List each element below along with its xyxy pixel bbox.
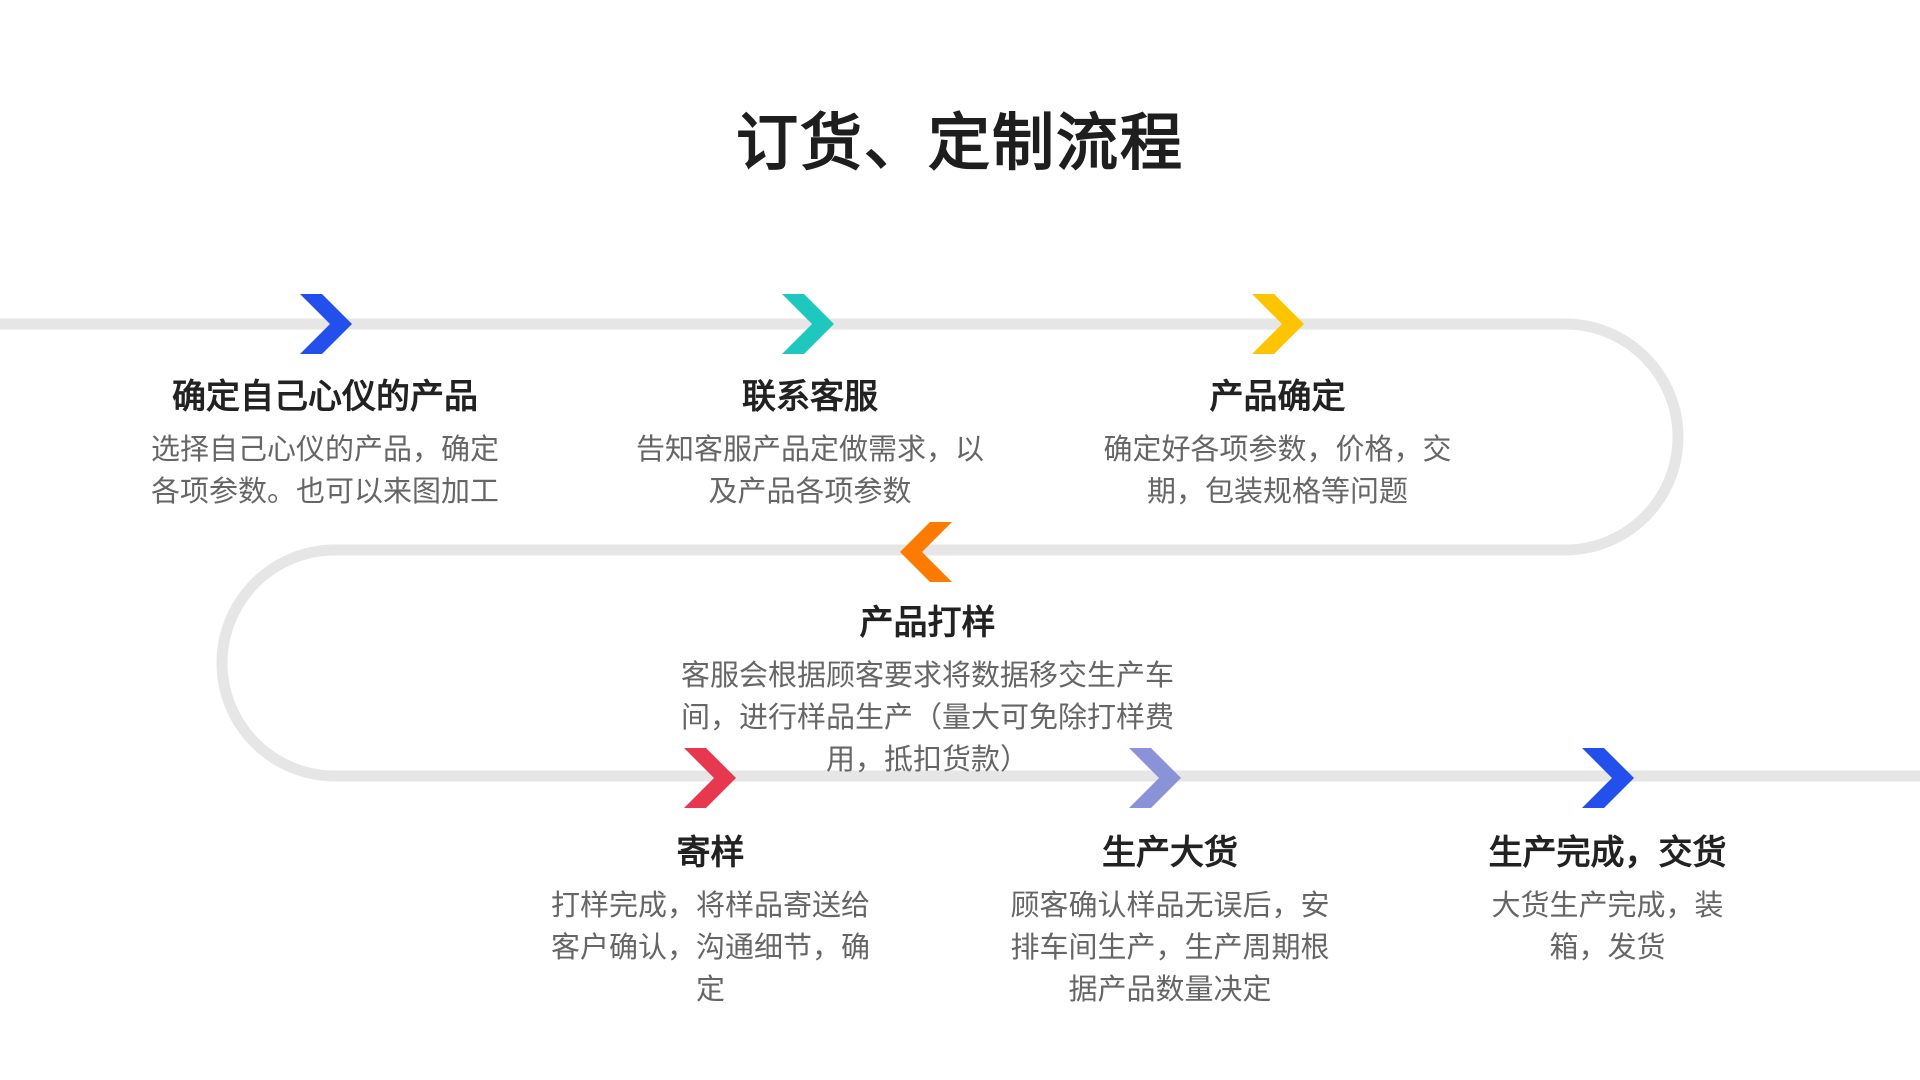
step-description: 选择自己心仪的产品，确定各项参数。也可以来图加工: [150, 432, 499, 508]
step-title: 产品打样: [859, 603, 996, 643]
chevron-right-icon: [1252, 294, 1304, 354]
step-6: 生产大货 顾客确认样品无误后，安排车间生产，生产周期根据产品数量决定: [1005, 830, 1335, 1010]
chevron-right-icon: [300, 294, 352, 354]
step-title: 产品确定: [1209, 377, 1346, 417]
page-title: 订货、定制流程: [735, 106, 1184, 179]
step-description: 告知客服产品定做需求，以及产品各项参数: [635, 432, 984, 508]
step-title: 生产完成，交货: [1488, 833, 1727, 873]
chevron-right-icon: [1129, 748, 1181, 808]
step-title: 联系客服: [742, 377, 878, 417]
step-title: 生产大货: [1102, 833, 1238, 873]
step-description: 大货生产完成，装箱，发货: [1491, 888, 1724, 964]
step-description: 顾客确认样品无误后，安排车间生产，生产周期根据产品数量决定: [1010, 888, 1330, 1006]
chevron-shape: [1582, 748, 1634, 808]
step-description: 客服会根据顾客要求将数据移交生产车间，进行样品生产（量大可免除打样费用，抵扣货款…: [680, 658, 1174, 776]
chevron-left-icon: [900, 522, 952, 582]
chevron-shape: [1252, 294, 1304, 354]
track-line: [0, 318, 1920, 782]
step-description: 打样完成，将样品寄送给客户确认，沟通细节，确定: [550, 888, 870, 1006]
step-1: 确定自己心仪的产品 选择自己心仪的产品，确定各项参数。也可以来图加工: [140, 374, 510, 512]
chevron-shape: [300, 294, 352, 354]
chevron-right-icon: [684, 748, 736, 808]
chevron-right-icon: [1582, 748, 1634, 808]
step-4: 产品打样 客服会根据顾客要求将数据移交生产车间，进行样品生产（量大可免除打样费用…: [675, 600, 1180, 780]
chevron-shape: [684, 748, 736, 808]
step-5: 寄样 打样完成，将样品寄送给客户确认，沟通细节，确定: [538, 830, 883, 1010]
chevron-shape: [900, 522, 952, 582]
step-title: 寄样: [676, 833, 745, 873]
chevron-shape: [1129, 748, 1181, 808]
step-title: 确定自己心仪的产品: [172, 377, 478, 417]
step-7: 生产完成，交货 大货生产完成，装箱，发货: [1475, 830, 1740, 968]
chevron-right-icon: [782, 294, 834, 354]
step-2: 联系客服 告知客服产品定做需求，以及产品各项参数: [635, 374, 985, 512]
step-3: 产品确定 确定好各项参数，价格，交期，包装规格等问题: [1090, 374, 1465, 512]
step-description: 确定好各项参数，价格，交期，包装规格等问题: [1103, 432, 1452, 508]
chevron-shape: [782, 294, 834, 354]
